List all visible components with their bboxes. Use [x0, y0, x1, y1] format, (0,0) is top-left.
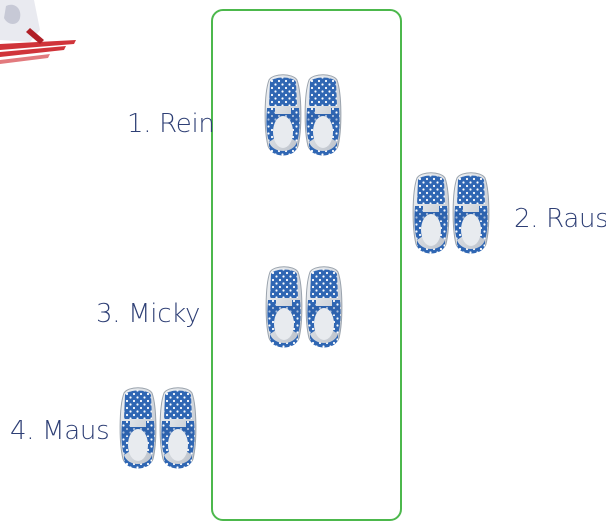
shoe-placement-area — [211, 9, 402, 521]
step-3-label: 3. Micky — [96, 299, 201, 329]
shoe-pair-icon — [411, 170, 491, 256]
step-1-label: 1. Rein — [127, 109, 215, 139]
step-2-label: 2. Raus — [514, 204, 606, 234]
shoe-pair-icon — [118, 385, 198, 471]
shoe-pair-icon — [263, 72, 343, 158]
shoe-pair-icon — [264, 264, 344, 350]
corner-figure-art — [0, 0, 80, 72]
step-4-label: 4. Maus — [10, 416, 110, 446]
